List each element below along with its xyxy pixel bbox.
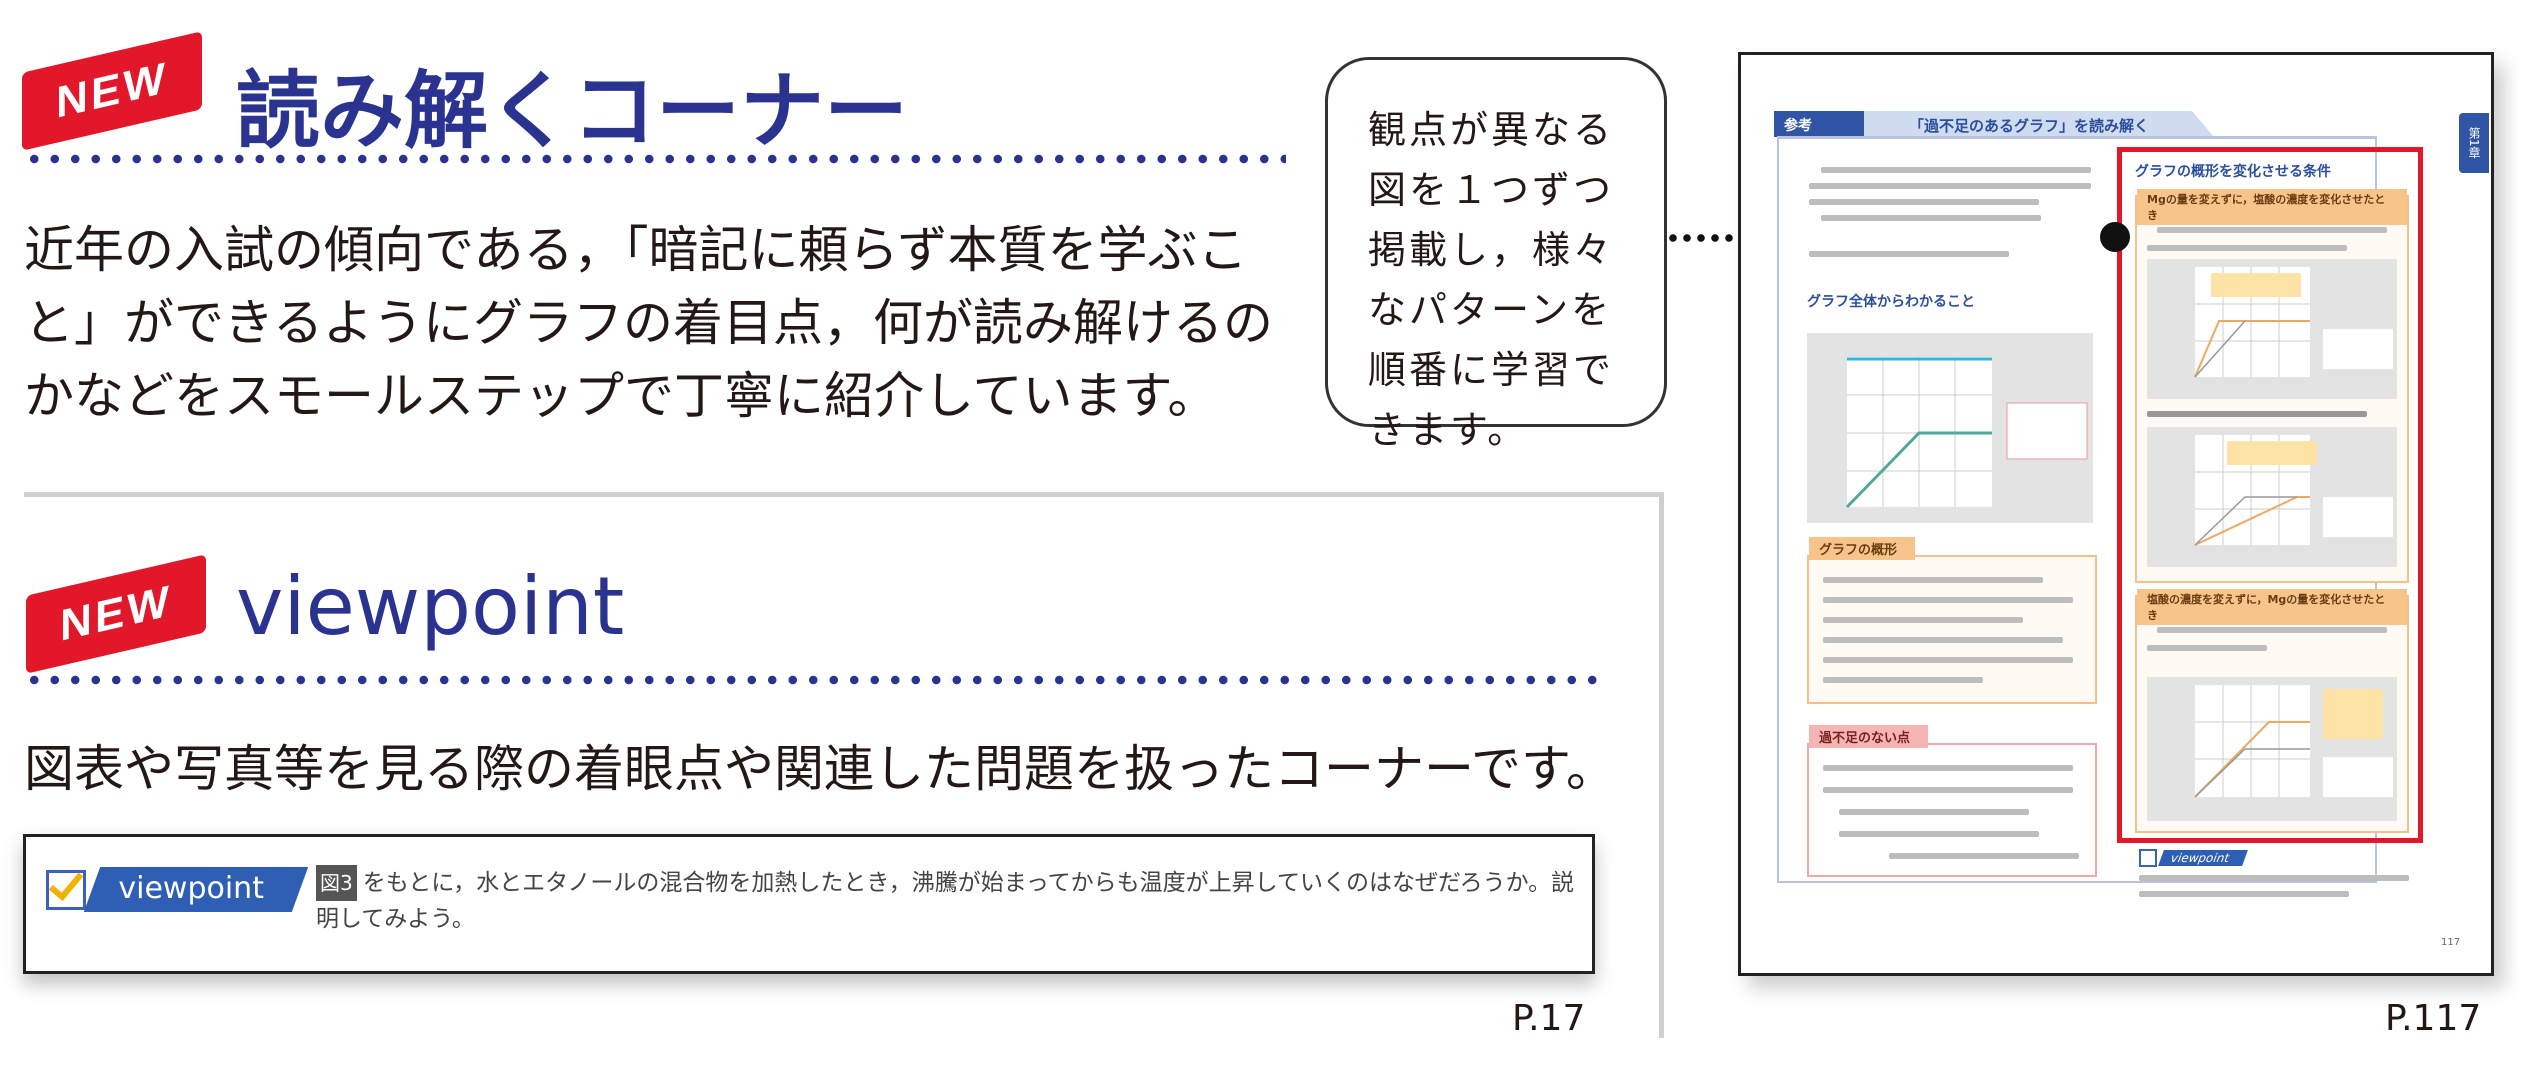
chart-graphic	[1845, 357, 2088, 509]
box-heading: 塩酸の濃度を変えずに，Mgの量を変化させたとき	[2137, 589, 2407, 625]
connector-dot	[2100, 222, 2130, 252]
callout-text: 観点が異なる図を１つずつ掲載し，様々なパターンを順番に学習できます。	[1368, 108, 1615, 452]
book-page-preview: 参考 「過不足のあるグラフ」を読み解く 第1章 グラフ全体からわかること グラフ…	[1738, 52, 2494, 976]
new-badge: NEW	[22, 31, 202, 151]
condition-box-1: Mgの量を変えずに，塩酸の濃度を変化させたとき	[2135, 189, 2409, 583]
viewpoint-tag: viewpoint	[83, 867, 308, 912]
page-header-band: 参考 「過不足のあるグラフ」を読み解く	[1774, 111, 2214, 137]
box-heading: グラフの概形	[1809, 537, 1916, 560]
checkbox-icon	[2139, 849, 2157, 867]
chart-thumbnail	[1807, 333, 2093, 523]
question-text: をもとに，水とエタノールの混合物を加熱したとき，沸騰が始まってからも温度が上昇し…	[316, 870, 1575, 932]
new-badge-label: NEW	[60, 576, 172, 651]
viewpoint-tag-label: viewpoint	[118, 871, 264, 906]
section1-description: 近年の入試の傾向である，「暗記に頼らず本質を学ぶこ と」ができるようにグラフの着…	[24, 214, 1273, 433]
text-line	[1809, 199, 2039, 205]
box-heading: 過不足のない点	[1809, 725, 1929, 748]
viewpoint-tag: viewpoint	[2158, 850, 2249, 866]
description-line: と」ができるようにグラフの着目点，何が読み解けるの	[24, 294, 1273, 352]
frame-divider	[24, 492, 1664, 497]
new-badge-label: NEW	[56, 53, 168, 128]
viewpoint-mini-badge: viewpoint	[2139, 849, 2249, 867]
text-line	[1821, 167, 2091, 173]
right-heading: グラフの概形を変化させる条件	[2135, 164, 2331, 180]
book-page-number: 117	[2441, 937, 2461, 948]
condition-box-2: 塩酸の濃度を変えずに，Mgの量を変化させたとき	[2135, 589, 2409, 833]
figure-ref: 図3	[316, 865, 357, 901]
viewpoint-badge: viewpoint	[46, 867, 308, 912]
callout-bubble: 観点が異なる図を１つずつ掲載し，様々なパターンを順番に学習できます。	[1325, 57, 1667, 452]
left-heading: グラフ全体からわかること	[1807, 294, 1975, 310]
chapter-tab: 第1章	[2459, 113, 2489, 173]
highlight-frame	[2117, 147, 2423, 843]
box-heading: Mgの量を変えずに，塩酸の濃度を変化させたとき	[2137, 189, 2407, 225]
description-line: 近年の入試の傾向である，「暗記に頼らず本質を学ぶこ	[24, 221, 1248, 279]
page-label: P.117	[2385, 998, 2482, 1039]
page-label: P.17	[1512, 998, 1586, 1039]
section-title-viewpoint: viewpoint	[236, 560, 625, 653]
section2-description: 図表や写真等を見る際の着眼点や関連した問題を扱ったコーナーです。	[24, 740, 1616, 798]
checkbox-icon	[46, 869, 86, 910]
section-title-yomitoku: 読み解くコーナー	[236, 62, 909, 160]
dotted-divider	[24, 154, 1286, 164]
text-line	[1821, 215, 2041, 221]
header-title: 「過不足のあるグラフ」を読み解く	[1909, 117, 2150, 135]
dotted-divider	[24, 675, 1599, 685]
description-line: かなどをスモールステップで丁寧に紹介しています。	[24, 367, 1218, 425]
text-line	[1809, 251, 2009, 257]
balance-box: 過不足のない点	[1807, 725, 2097, 877]
text-line	[1809, 183, 2091, 189]
frame-divider	[1659, 492, 1664, 1038]
outline-box: グラフの概形	[1807, 537, 2097, 704]
header-tag: 参考	[1784, 118, 1812, 134]
new-badge: NEW	[26, 554, 206, 674]
